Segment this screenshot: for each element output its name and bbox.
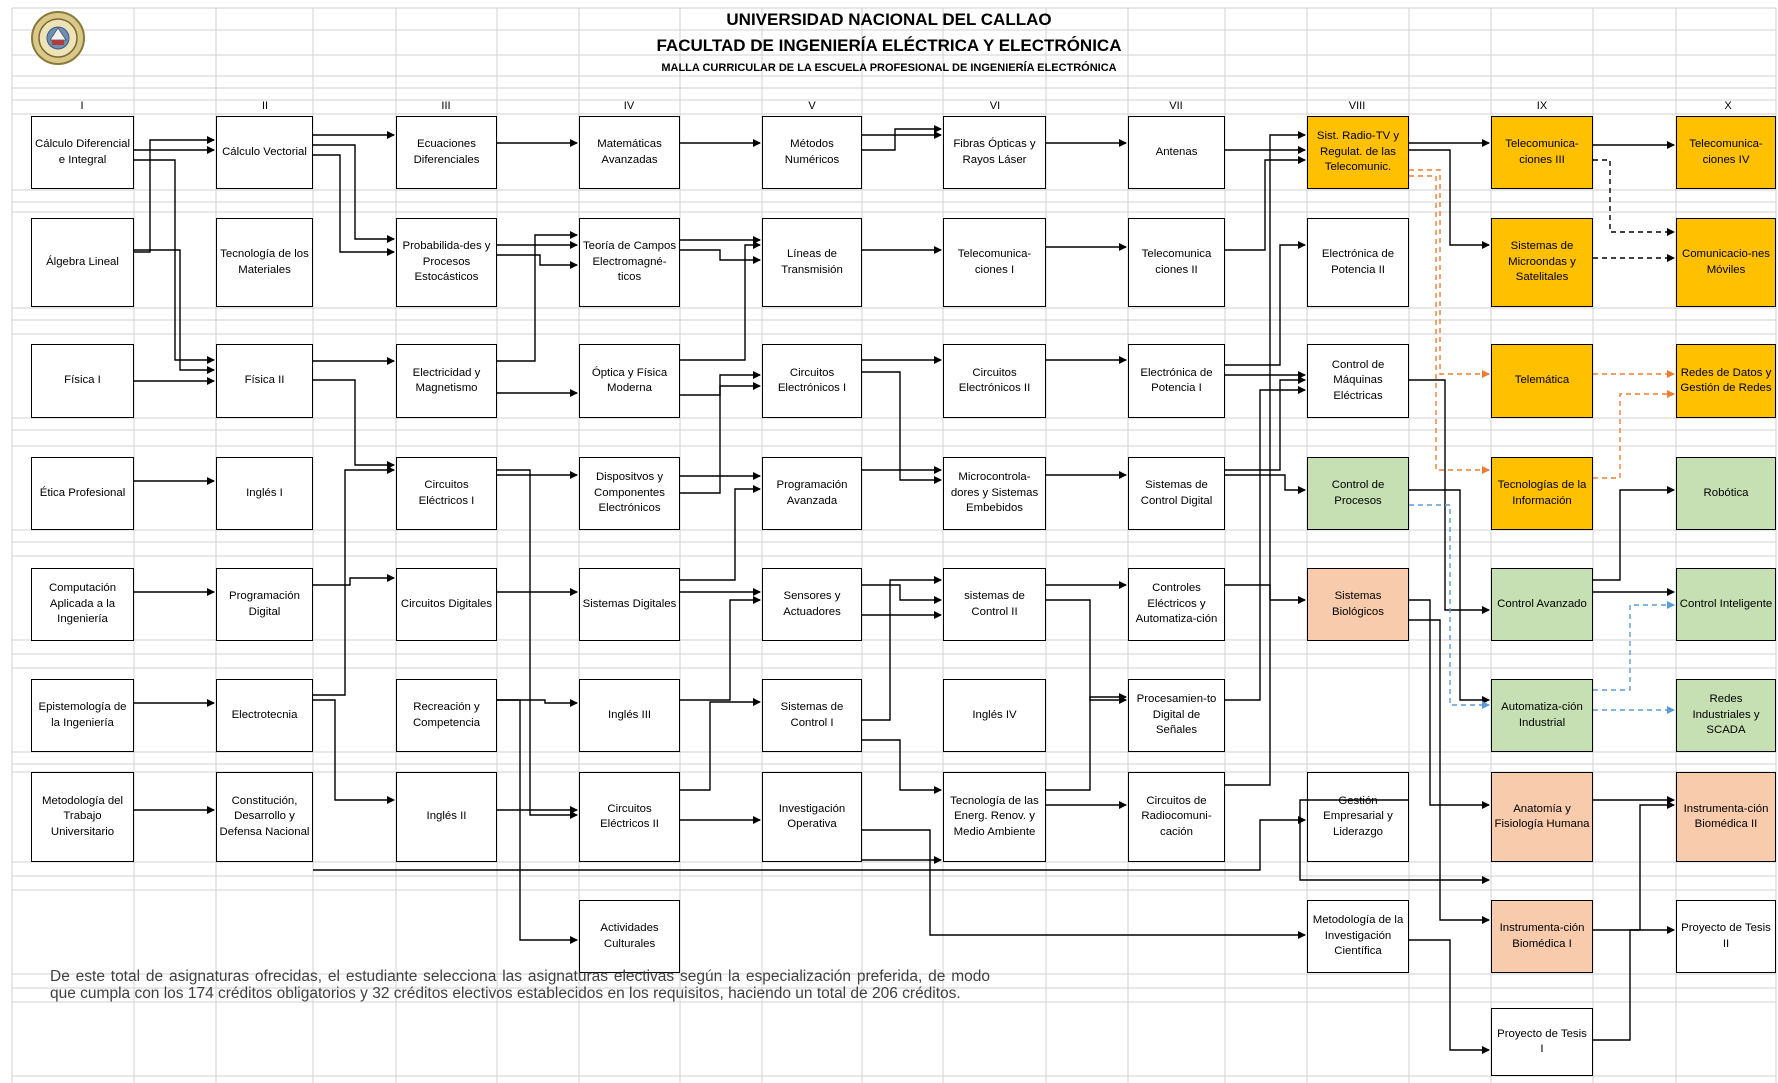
course-tecnologia-energias[interactable]: Tecnología de las Energ. Renov. y Medio … [943,772,1046,862]
course-instrumentacion-biomedica-1[interactable]: Instrumenta-ción Biomédica I [1491,900,1593,973]
course-anatomia-fisiologia[interactable]: Anatomía y Fisiología Humana [1491,772,1593,862]
course-ecuaciones-diferenciales[interactable]: Ecuaciones Diferenciales [396,116,497,189]
course-computacion-aplicada[interactable]: Computación Aplicada a la Ingeniería [31,568,134,641]
course-proyecto-tesis-1[interactable]: Proyecto de Tesis I [1491,1008,1593,1076]
course-redes-industriales[interactable]: Redes Industriales y SCADA [1676,679,1776,752]
course-ingles-4[interactable]: Inglés IV [943,679,1046,752]
course-telecomunicaciones-4[interactable]: Telecomunica-ciones IV [1676,116,1776,189]
course-constitucion-desarrollo[interactable]: Constitución, Desarrollo y Defensa Nacio… [216,772,313,862]
course-optica-fisica-moderna[interactable]: Óptica y Física Moderna [579,344,680,418]
course-tecnologia-materiales[interactable]: Tecnología de los Materiales [216,218,313,307]
semester-label-5: V [808,100,816,112]
course-tecnologias-informacion[interactable]: Tecnologías de la Información [1491,457,1593,530]
course-procesamiento-senales[interactable]: Procesamien-to Digital de Señales [1128,679,1225,752]
course-sist-radio-tv[interactable]: Sist. Radio-TV y Regulat. de las Telecom… [1307,116,1409,189]
course-electricidad-magnetismo[interactable]: Electricidad y Magnetismo [396,344,497,418]
course-ingles-1[interactable]: Inglés I [216,457,313,530]
credits-note: De este total de asignaturas ofrecidas, … [50,968,990,1002]
course-automatizacion-industrial[interactable]: Automatiza-ción Industrial [1491,679,1593,752]
course-sistemas-control-1[interactable]: Sistemas de Control I [762,679,862,752]
course-electrotecnia[interactable]: Electrotecnia [216,679,313,752]
course-control-procesos[interactable]: Control de Procesos [1307,457,1409,530]
course-actividades-culturales[interactable]: Actividades Culturales [579,900,680,973]
university-title: UNIVERSIDAD NACIONAL DEL CALLAO [726,10,1052,29]
curriculum-title: MALLA CURRICULAR DE LA ESCUELA PROFESION… [661,62,1117,74]
semester-label-4: IV [623,100,635,112]
course-telecomunicaciones-2[interactable]: Telecomunica ciones II [1128,218,1225,307]
course-epistemologia[interactable]: Epistemología de la Ingeniería [31,679,134,752]
course-programacion-avanzada[interactable]: Programación Avanzada [762,457,862,530]
course-electronica-potencia-1[interactable]: Electrónica de Potencia I [1128,344,1225,418]
semester-label-6: VI [989,100,1001,112]
course-telecomunicaciones-1[interactable]: Telecomunica-ciones I [943,218,1046,307]
course-instrumentacion-biomedica-2[interactable]: Instrumenta-ción Biomédica II [1676,772,1776,862]
faculty-title: FACULTAD DE INGENIERÍA ELÉCTRICA Y ELECT… [656,36,1122,55]
course-microcontroladores[interactable]: Microcontrola-dores y Sistemas Embebidos [943,457,1046,530]
course-investigacion-operativa[interactable]: Investigación Operativa [762,772,862,862]
course-circuitos-electronicos-2[interactable]: Circuitos Electrónicos II [943,344,1046,418]
course-circuitos-digitales[interactable]: Circuitos Digitales [396,568,497,641]
course-antenas[interactable]: Antenas [1128,116,1225,189]
course-lineas-transmision[interactable]: Líneas de Transmisión [762,218,862,307]
course-sensores-actuadores[interactable]: Sensores y Actuadores [762,568,862,641]
course-telematica[interactable]: Telemática [1491,344,1593,418]
course-gestion-empresarial[interactable]: Gestión Empresarial y Liderazgo [1307,772,1409,862]
course-calculo-diferencial[interactable]: Cálculo Diferencial e Integral [31,116,134,189]
course-calculo-vectorial[interactable]: Cálculo Vectorial [216,116,313,189]
university-seal-logo [31,11,85,65]
course-fibras-opticas[interactable]: Fibras Ópticas y Rayos Láser [943,116,1046,189]
course-matematicas-avanzadas[interactable]: Matemáticas Avanzadas [579,116,680,189]
course-teoria-campos[interactable]: Teoría de Campos Electromagné-ticos [579,218,680,307]
course-control-inteligente[interactable]: Control Inteligente [1676,568,1776,641]
course-sistemas-biologicos[interactable]: Sistemas Biológicos [1307,568,1409,641]
course-controles-electricos[interactable]: Controles Eléctricos y Automatiza-ción [1128,568,1225,641]
course-circuitos-electronicos-1[interactable]: Circuitos Electrónicos I [762,344,862,418]
course-dispositivos[interactable]: Dispositvos y Componentes Electrónicos [579,457,680,530]
course-comunicaciones-moviles[interactable]: Comunicacio-nes Móviles [1676,218,1776,307]
semester-label-9: IX [1536,100,1548,112]
course-programacion-digital[interactable]: Programación Digital [216,568,313,641]
course-robotica[interactable]: Robótica [1676,457,1776,530]
course-telecomunicaciones-3[interactable]: Telecomunica-ciones III [1491,116,1593,189]
semester-label-10: X [1724,100,1732,112]
semester-label-3: III [441,100,451,112]
semester-label-7: VII [1169,100,1183,112]
course-fisica-2[interactable]: Física II [216,344,313,418]
course-circuitos-radiocomunicacion[interactable]: Circuitos de Radiocomuni-cación [1128,772,1225,862]
course-etica-profesional[interactable]: Ética Profesional [31,457,134,530]
course-control-maquinas[interactable]: Control de Máquinas Eléctricas [1307,344,1409,418]
semester-label-2: II [261,100,269,112]
course-control-avanzado[interactable]: Control Avanzado [1491,568,1593,641]
course-ingles-3[interactable]: Inglés III [579,679,680,752]
course-probabilidades[interactable]: Probabilida-des y Procesos Estocásticos [396,218,497,307]
course-sistemas-microondas[interactable]: Sistemas de Microondas y Satelitales [1491,218,1593,307]
course-recreacion[interactable]: Recreación y Competencia [396,679,497,752]
course-metodologia-trabajo[interactable]: Metodología del Trabajo Universitario [31,772,134,862]
course-algebra-lineal[interactable]: Álgebra Lineal [31,218,134,307]
course-metodos-numericos[interactable]: Métodos Numéricos [762,116,862,189]
course-sistemas-control-digital[interactable]: Sistemas de Control Digital [1128,457,1225,530]
course-redes-datos[interactable]: Redes de Datos y Gestión de Redes [1676,344,1776,418]
course-electronica-potencia-2[interactable]: Electrónica de Potencia II [1307,218,1409,307]
course-ingles-2[interactable]: Inglés II [396,772,497,862]
semester-label-1: I [80,100,84,112]
course-metodologia-investigacion[interactable]: Metodología de la Investigación Científi… [1307,900,1409,973]
semester-label-8: VIII [1348,100,1366,112]
course-sistemas-digitales[interactable]: Sistemas Digitales [579,568,680,641]
course-circuitos-electricos-1[interactable]: Circuitos Eléctricos I [396,457,497,530]
course-sistemas-control-2[interactable]: sistemas de Control II [943,568,1046,641]
course-circuitos-electricos-2[interactable]: Circuitos Eléctricos II [579,772,680,862]
course-proyecto-tesis-2[interactable]: Proyecto de Tesis II [1676,900,1776,973]
course-fisica-1[interactable]: Física I [31,344,134,418]
